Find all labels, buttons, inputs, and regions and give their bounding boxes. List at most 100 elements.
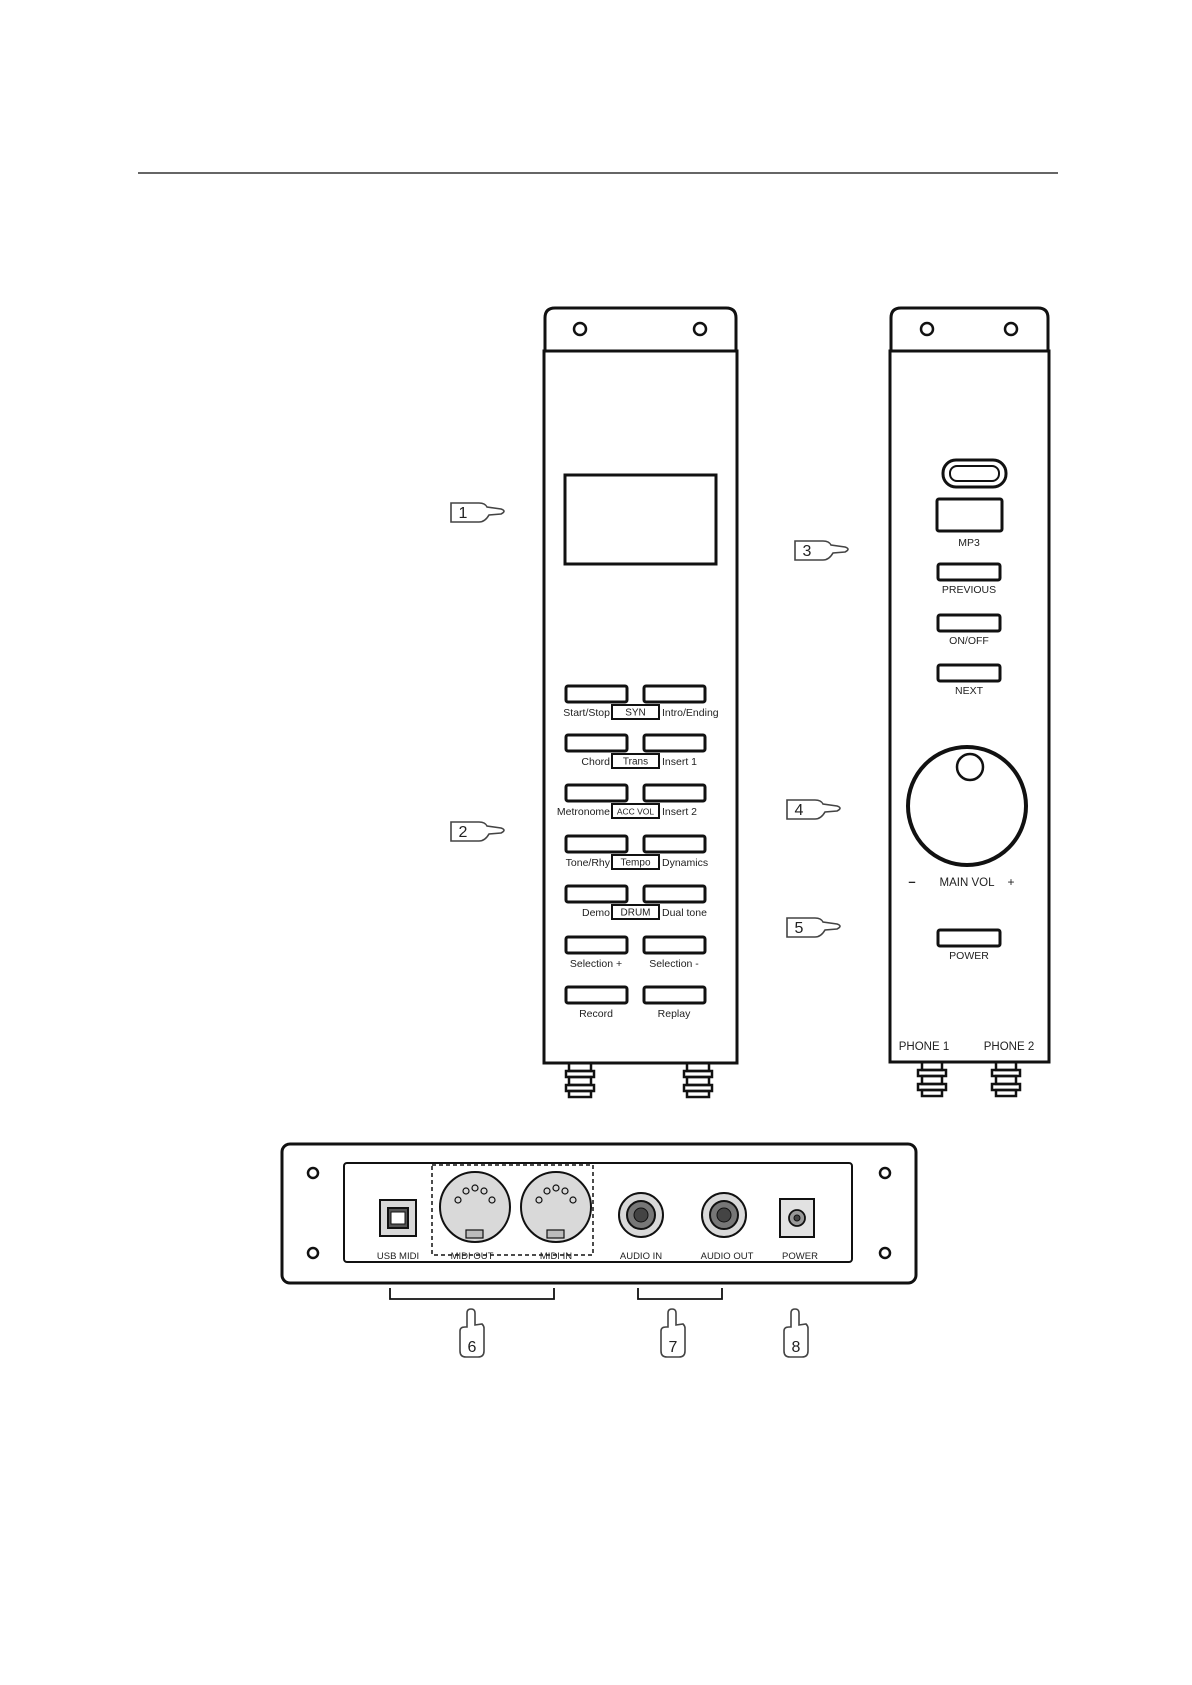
svg-text:2: 2 bbox=[459, 824, 468, 841]
mp3-button[interactable] bbox=[937, 499, 1002, 531]
rear-screw-tl bbox=[308, 1168, 318, 1178]
tone-rhy-label: Tone/Rhy bbox=[566, 857, 611, 869]
usb-port-slot bbox=[943, 460, 1006, 487]
callout-8: 8 bbox=[784, 1309, 808, 1357]
insert-1-button[interactable] bbox=[644, 735, 705, 751]
vol-minus-label: – bbox=[908, 874, 915, 889]
callout-1: 1 bbox=[451, 503, 504, 522]
right-mount-hole-1 bbox=[921, 323, 933, 335]
next-label: NEXT bbox=[955, 685, 984, 697]
left-mount-hole-1 bbox=[574, 323, 586, 335]
callout-7: 7 bbox=[661, 1309, 685, 1357]
demo-label: Demo bbox=[582, 907, 610, 919]
main-vol-label: MAIN VOL bbox=[940, 877, 996, 889]
previous-label: PREVIOUS bbox=[942, 584, 996, 596]
tempo-label: Tempo bbox=[620, 858, 650, 869]
power-button[interactable] bbox=[938, 930, 1000, 946]
audio-in-jack bbox=[619, 1193, 663, 1237]
metronome-button[interactable] bbox=[566, 785, 627, 801]
midi-in-din-port bbox=[521, 1172, 591, 1242]
next-button[interactable] bbox=[938, 665, 1000, 681]
lcd-display bbox=[565, 475, 716, 564]
demo-button[interactable] bbox=[566, 886, 627, 902]
selection-label: Selection + bbox=[570, 958, 622, 970]
intro-ending-button[interactable] bbox=[644, 686, 705, 702]
rear-panel bbox=[282, 1144, 916, 1299]
callout-6: 6 bbox=[460, 1309, 484, 1357]
midi-out-din-port bbox=[440, 1172, 510, 1242]
insert-2-label: Insert 2 bbox=[662, 806, 697, 818]
onoff-label: ON/OFF bbox=[949, 635, 989, 647]
mp3-label: MP3 bbox=[958, 537, 980, 549]
selection-button[interactable] bbox=[566, 937, 627, 953]
phone-jack-2 bbox=[992, 1062, 1020, 1096]
trans-label: Trans bbox=[623, 757, 648, 768]
svg-text:3: 3 bbox=[803, 543, 812, 560]
dual-tone-label: Dual tone bbox=[662, 907, 707, 919]
midi-in-label: MIDI IN bbox=[540, 1251, 572, 1262]
rear-screw-tr bbox=[880, 1168, 890, 1178]
callout-3: 3 bbox=[795, 541, 848, 560]
audio-out-jack bbox=[702, 1193, 746, 1237]
phone2-label: PHONE 2 bbox=[984, 1041, 1035, 1053]
main-volume-knob[interactable] bbox=[908, 747, 1026, 865]
chord-button[interactable] bbox=[566, 735, 627, 751]
left-jack-2 bbox=[684, 1063, 712, 1097]
usb-midi-port bbox=[380, 1200, 416, 1236]
selection-button[interactable] bbox=[644, 937, 705, 953]
start-stop-button[interactable] bbox=[566, 686, 627, 702]
usb-midi-label: USB MIDI bbox=[377, 1251, 419, 1262]
dynamics-button[interactable] bbox=[644, 836, 705, 852]
left-jack-1 bbox=[566, 1063, 594, 1097]
svg-text:7: 7 bbox=[669, 1339, 678, 1356]
acc-vol-label: ACC VOL bbox=[617, 807, 655, 817]
svg-text:4: 4 bbox=[795, 802, 804, 819]
svg-text:8: 8 bbox=[792, 1339, 801, 1356]
knob-indicator bbox=[957, 754, 983, 780]
record-button[interactable] bbox=[566, 987, 627, 1003]
midi-out-label: MIDI OUT bbox=[451, 1251, 494, 1262]
audio-in-label: AUDIO IN bbox=[620, 1251, 662, 1262]
svg-text:1: 1 bbox=[459, 505, 468, 522]
rear-panel-inset bbox=[344, 1163, 852, 1262]
right-panel-mount-tab bbox=[891, 308, 1048, 351]
previous-button[interactable] bbox=[938, 564, 1000, 580]
bracket-midi-group bbox=[390, 1288, 554, 1299]
callout-2: 2 bbox=[451, 822, 504, 841]
chord-label: Chord bbox=[581, 756, 610, 768]
syn-label: SYN bbox=[625, 708, 646, 719]
phone-jack-1 bbox=[918, 1062, 946, 1096]
phone1-label: PHONE 1 bbox=[899, 1041, 950, 1053]
audio-out-label: AUDIO OUT bbox=[701, 1251, 754, 1262]
insert-1-label: Insert 1 bbox=[662, 756, 697, 768]
dual-tone-button[interactable] bbox=[644, 886, 705, 902]
rear-power-label: POWER bbox=[782, 1251, 818, 1262]
replay-label: Replay bbox=[658, 1008, 691, 1020]
rear-screw-br bbox=[880, 1248, 890, 1258]
callout-4: 4 bbox=[787, 800, 840, 819]
left-mount-hole-2 bbox=[694, 323, 706, 335]
bracket-audio-group bbox=[638, 1288, 722, 1299]
dynamics-label: Dynamics bbox=[662, 857, 708, 869]
onoff-button[interactable] bbox=[938, 615, 1000, 631]
start-stop-label: Start/Stop bbox=[563, 707, 610, 719]
left-control-panel bbox=[544, 308, 737, 1097]
record-label: Record bbox=[579, 1008, 613, 1020]
rear-screw-bl bbox=[308, 1248, 318, 1258]
svg-text:5: 5 bbox=[795, 920, 804, 937]
vol-plus-label: + bbox=[1007, 875, 1014, 889]
right-control-panel bbox=[890, 308, 1049, 1096]
usb-port-inner bbox=[950, 466, 999, 481]
tone-rhy-button[interactable] bbox=[566, 836, 627, 852]
intro-ending-label: Intro/Ending bbox=[662, 707, 719, 719]
replay-button[interactable] bbox=[644, 987, 705, 1003]
selection-label: Selection - bbox=[649, 958, 699, 970]
power-label: POWER bbox=[949, 950, 989, 962]
callout-5: 5 bbox=[787, 918, 840, 937]
insert-2-button[interactable] bbox=[644, 785, 705, 801]
drum-label: DRUM bbox=[621, 908, 651, 919]
svg-text:6: 6 bbox=[468, 1339, 477, 1356]
right-mount-hole-2 bbox=[1005, 323, 1017, 335]
dc-power-jack bbox=[780, 1199, 814, 1237]
